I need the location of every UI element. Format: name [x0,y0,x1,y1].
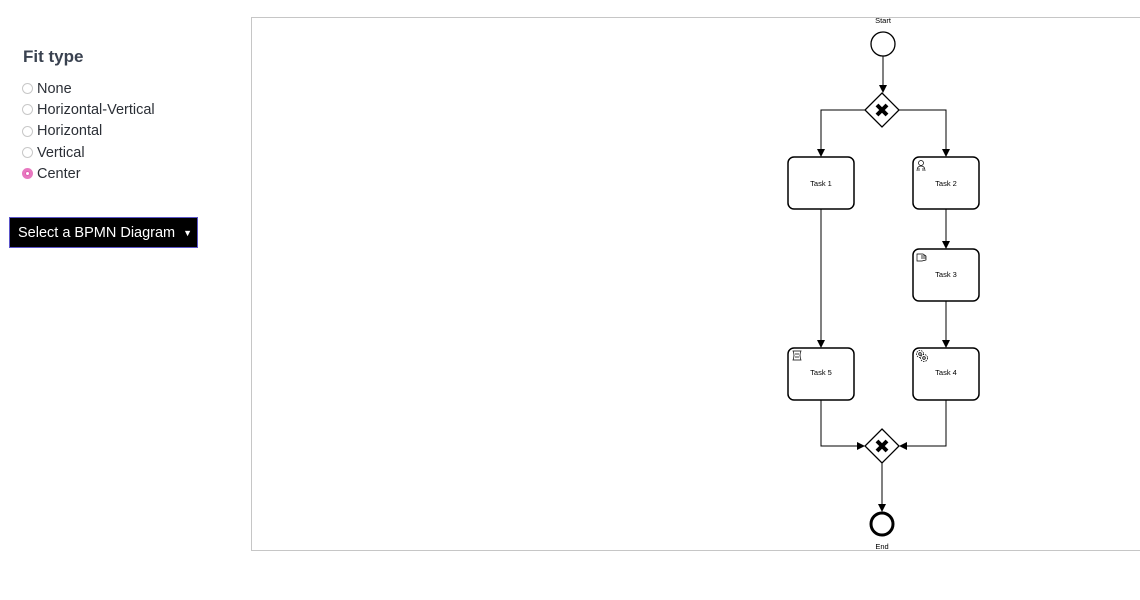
manual-task-icon [916,253,927,262]
end-event[interactable] [869,511,895,537]
task-label: Task 4 [935,368,957,377]
task-label: Task 2 [935,179,957,188]
radio-horizontal-vertical[interactable]: Horizontal-Vertical [22,99,155,120]
exclusive-gateway-join[interactable] [864,428,900,464]
x-marker-icon [875,439,889,453]
bpmn-canvas[interactable] [251,17,1140,551]
radio-label: Center [37,165,81,182]
flow-gateway-task2 [899,109,950,157]
radio-label: Vertical [37,144,85,161]
caret-down-icon: ▼ [183,227,193,238]
flow-task5-gateway [820,400,865,450]
radio-button[interactable] [22,147,33,159]
flow-gateway-task1 [817,109,865,157]
start-event[interactable] [870,31,896,57]
task-label: Task 5 [810,368,832,377]
radio-label: Horizontal [37,123,103,140]
radio-button[interactable] [22,125,33,137]
fit-type-title: Fit type [23,47,84,66]
task-5[interactable]: Task 5 [787,347,855,401]
task-1[interactable]: Task 1 [787,156,855,210]
task-label: Task 3 [935,270,957,279]
radio-label: Horizontal-Vertical [37,101,155,118]
task-label: Task 1 [810,179,832,188]
sequence-flows [817,56,950,512]
task-4[interactable]: Task 4 [912,347,980,401]
task-2[interactable]: Task 2 [912,156,980,210]
radio-label: None [37,80,72,97]
radio-center[interactable]: Center [22,163,155,184]
task-3[interactable]: Task 3 [912,248,980,302]
radio-horizontal[interactable]: Horizontal [22,121,155,142]
script-task-icon [792,350,802,361]
fit-type-radio-group: None Horizontal-Vertical Horizontal Vert… [22,78,155,184]
dropdown-label: Select a BPMN Diagram [18,224,176,241]
end-event-label: End [875,542,888,551]
radio-vertical[interactable]: Vertical [22,142,155,163]
radio-button[interactable] [22,83,33,95]
radio-button-checked[interactable] [22,168,33,180]
x-marker-icon [875,103,889,117]
select-bpmn-diagram-dropdown[interactable]: Select a BPMN Diagram ▼ [9,217,198,248]
radio-button[interactable] [22,104,33,116]
flow-task4-gateway [899,400,947,450]
exclusive-gateway-split[interactable] [864,92,900,128]
radio-none[interactable]: None [22,78,155,99]
user-task-icon [916,160,926,172]
start-event-label: Start [875,16,892,25]
service-task-icon [916,350,928,362]
